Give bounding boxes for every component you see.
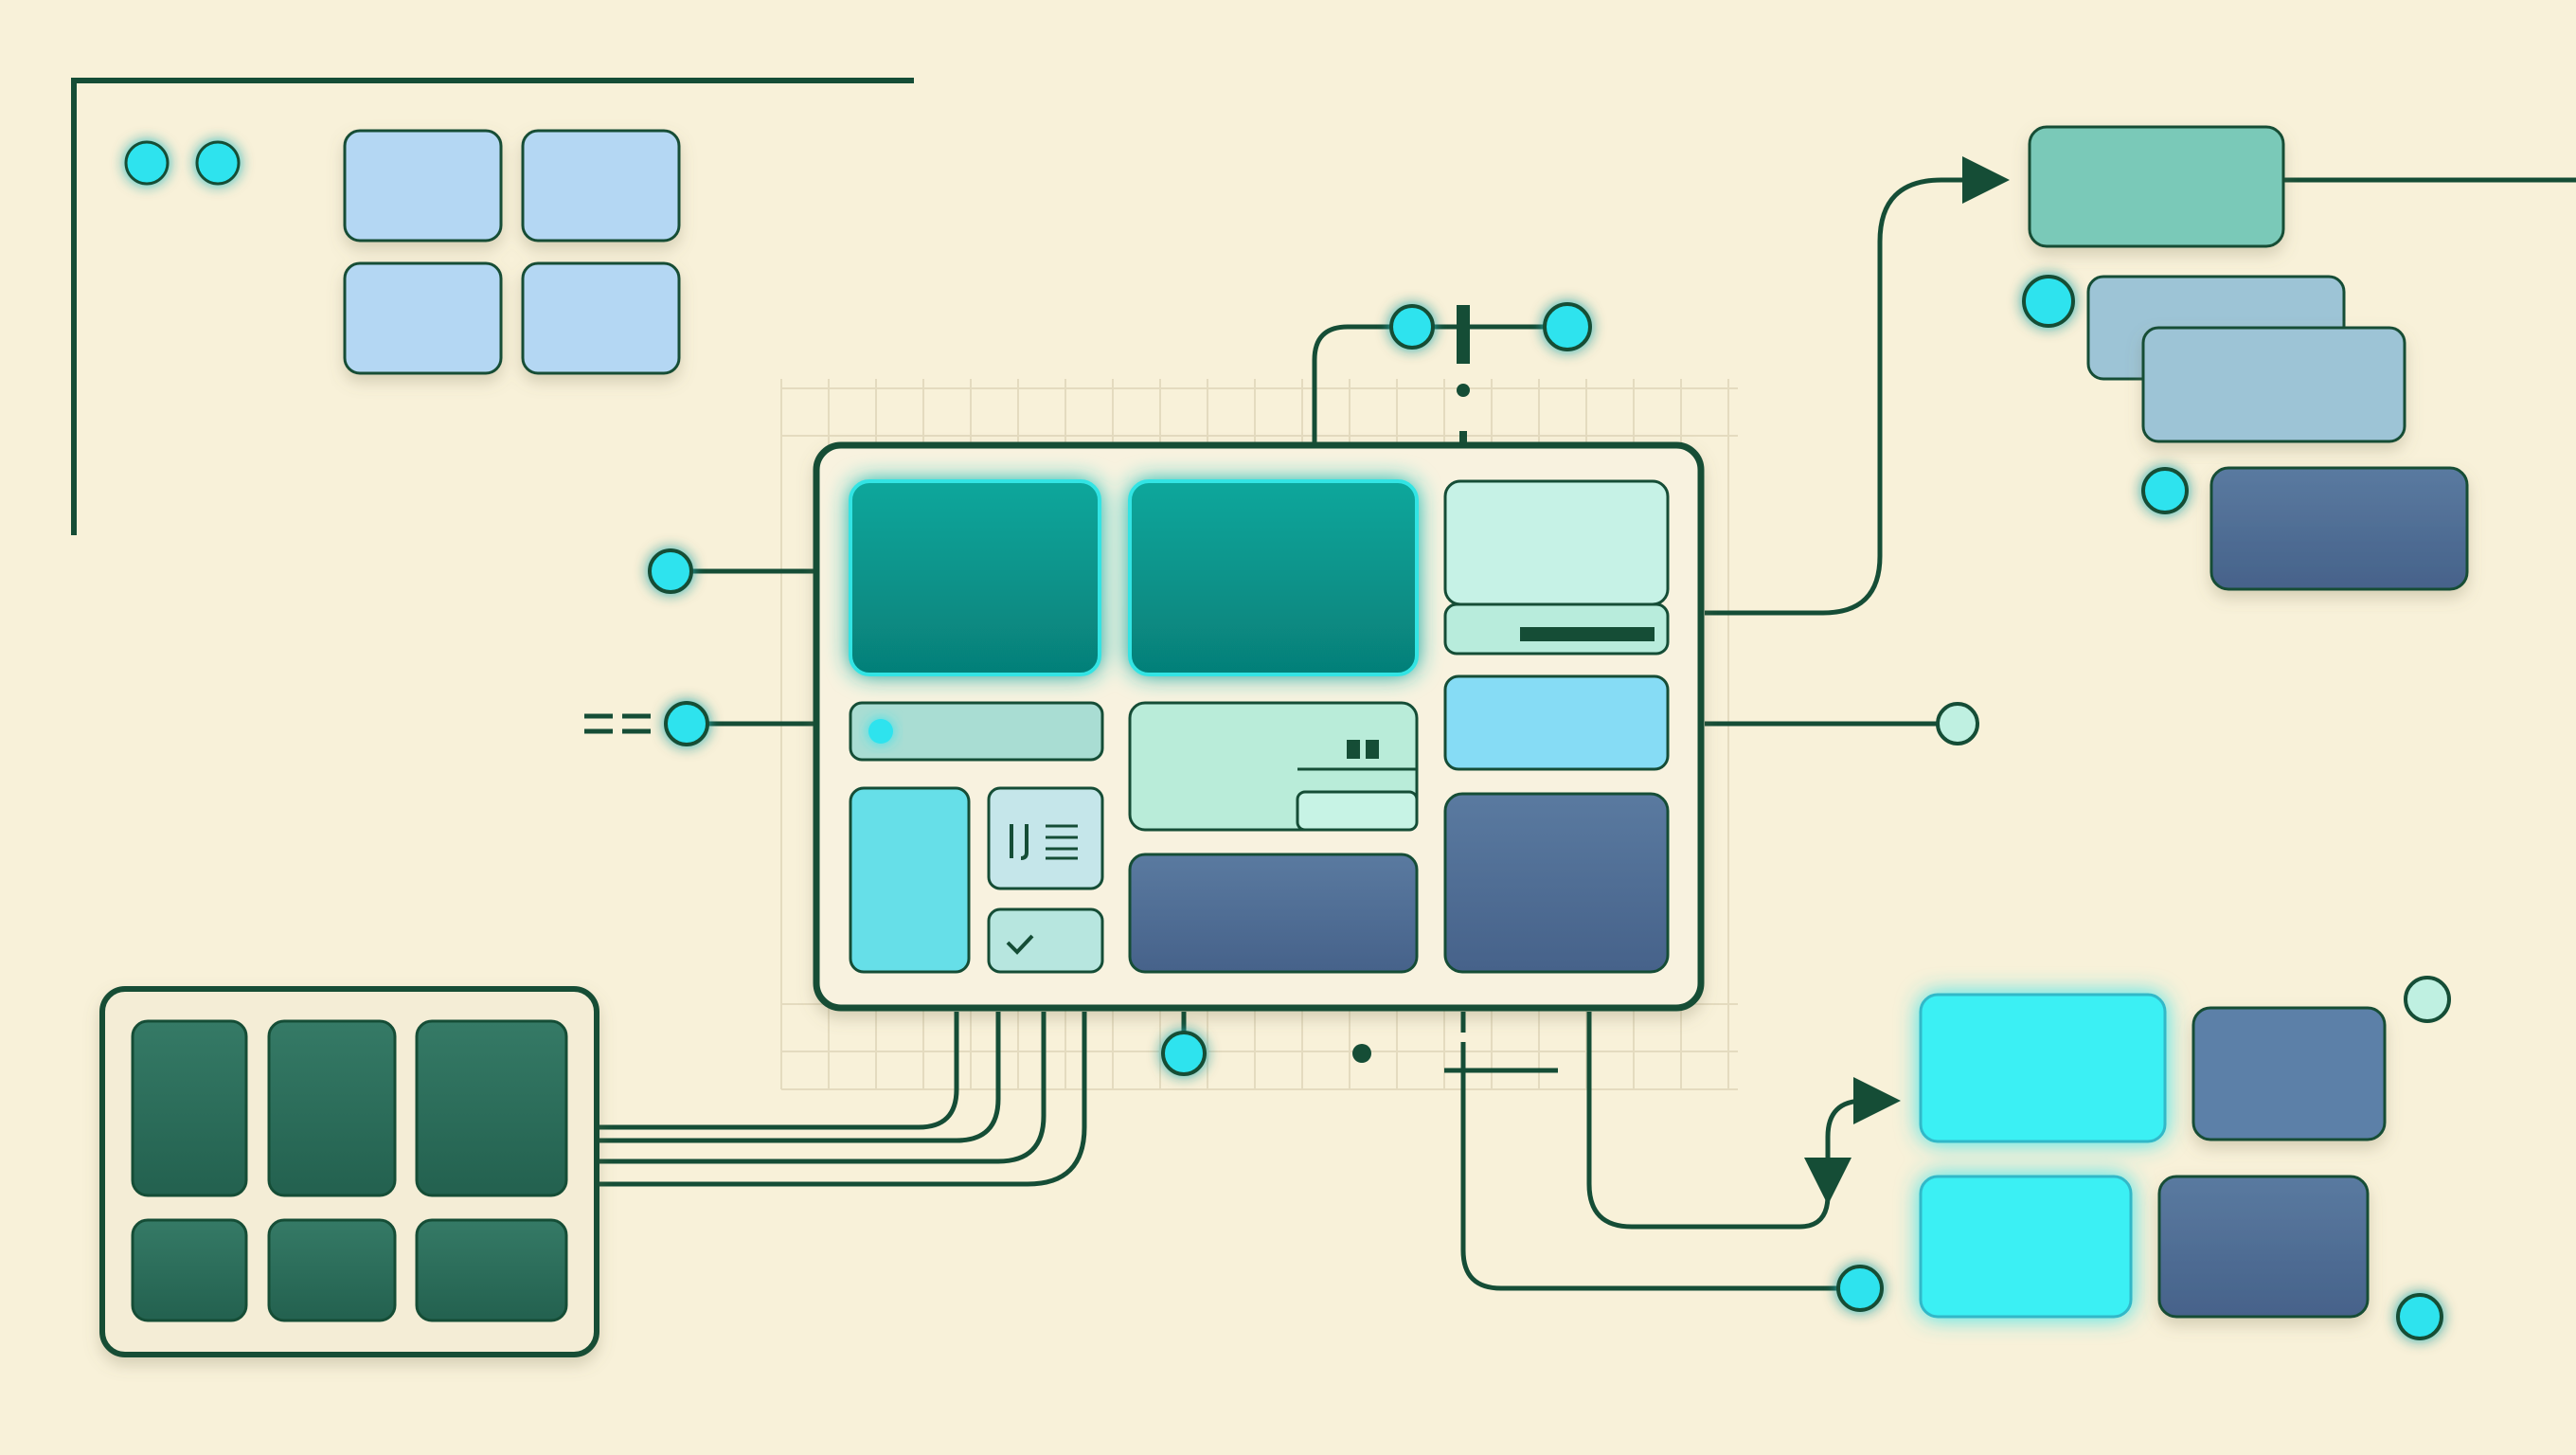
connector-node — [648, 548, 693, 594]
check-tile — [987, 907, 1104, 974]
slate-card-square — [1443, 792, 1670, 974]
left-connectors — [691, 568, 816, 727]
top-connector-nodes — [1389, 302, 1592, 351]
double-dash-icon — [584, 713, 651, 734]
stack-node — [2022, 275, 2075, 328]
aqua-card — [1919, 1175, 2133, 1319]
seafoam-card — [2028, 125, 2285, 248]
bottom-node — [1161, 1031, 1207, 1076]
right-end-node — [1936, 702, 1979, 745]
connector-node — [1389, 304, 1435, 350]
top-left-dots — [124, 140, 241, 186]
grid-tile — [521, 129, 681, 242]
bus-lines — [597, 1012, 1087, 1187]
aqua-side-panel — [849, 786, 971, 974]
forest-tile — [415, 1019, 568, 1197]
forest-tile — [415, 1218, 568, 1322]
mint-card-bar — [1520, 627, 1655, 641]
grid-tile — [343, 129, 503, 242]
corner-node — [2396, 1293, 2443, 1340]
forest-panel — [99, 986, 599, 1357]
mint-card — [1443, 479, 1670, 606]
forest-tile — [267, 1218, 397, 1322]
grid-tile — [521, 261, 681, 375]
mint-message-footer — [1296, 790, 1419, 832]
status-dot — [124, 140, 170, 186]
bottom-right-node — [1836, 1265, 1884, 1312]
teal-card-secondary — [1128, 479, 1419, 676]
pale-blue-tile-grid — [343, 129, 681, 375]
left-connector-nodes — [648, 548, 709, 746]
forest-tile — [131, 1019, 248, 1197]
slate-card — [2157, 1175, 2370, 1319]
checkmark-icon — [1006, 934, 1034, 955]
pause-icon — [1347, 740, 1379, 759]
sky-card — [1443, 674, 1670, 771]
teal-card-primary — [849, 479, 1101, 676]
slate-card — [2209, 466, 2469, 591]
top-dot — [1457, 384, 1470, 397]
connector-node — [664, 701, 709, 746]
steel-card-front — [2141, 326, 2406, 443]
top-right-stack — [2022, 125, 2469, 591]
forest-tile — [267, 1019, 397, 1197]
central-panel — [813, 441, 1705, 1012]
aqua-card — [1919, 993, 2167, 1143]
bottom-connectors — [1181, 1012, 1901, 1291]
search-bar-dot — [868, 719, 893, 744]
bottom-dot — [1352, 1044, 1371, 1063]
slate-card — [2191, 1006, 2387, 1141]
corner-node — [2404, 976, 2451, 1023]
connector-node — [1543, 302, 1592, 351]
top-left-frame — [71, 78, 914, 535]
forest-tile — [131, 1218, 248, 1322]
top-connector — [1312, 305, 1544, 443]
bottom-right-grid — [1919, 976, 2451, 1340]
stack-node — [2141, 467, 2189, 514]
list-icon — [1010, 824, 1078, 860]
slate-card-wide — [1128, 853, 1419, 974]
search-bar — [849, 701, 1104, 762]
right-connectors — [1705, 156, 2576, 727]
grid-tile — [343, 261, 503, 375]
status-dot — [195, 140, 241, 186]
